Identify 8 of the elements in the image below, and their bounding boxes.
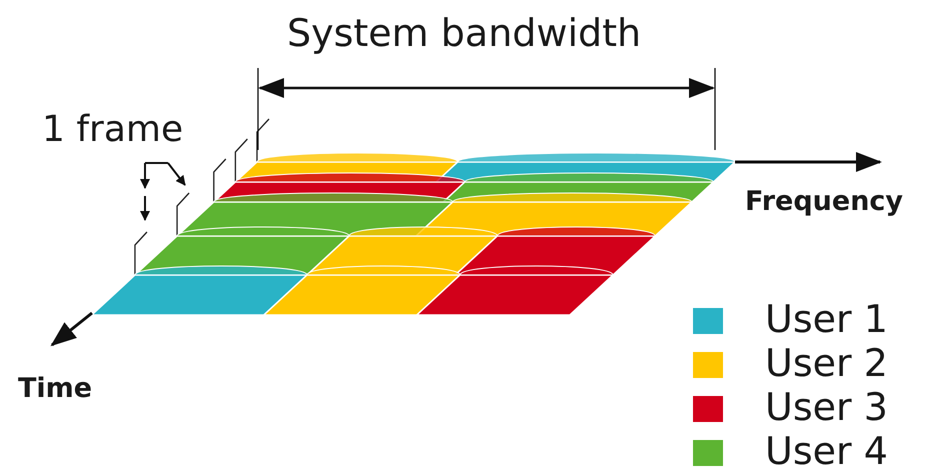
dimension-label: 1 frame [42,112,184,148]
legend-label: User 4 [765,432,888,470]
legend-label: User 3 [765,388,888,426]
axis-label: Time [18,375,92,402]
legend-label: User 2 [765,344,888,382]
axis-label: Frequency [745,188,904,215]
dimension-label: System bandwidth [287,14,642,52]
legend-label: User 1 [765,300,888,338]
